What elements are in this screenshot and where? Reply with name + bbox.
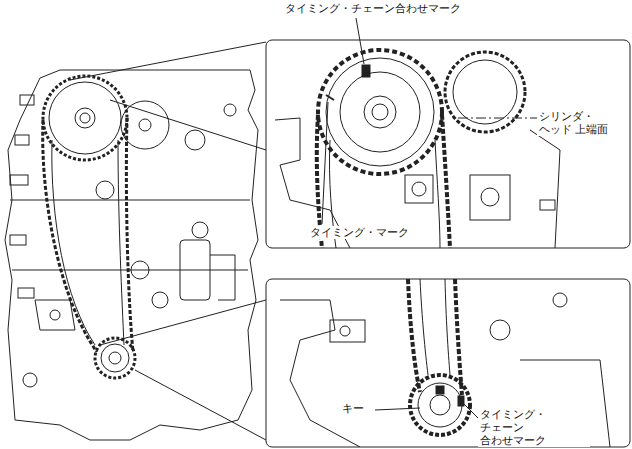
part-label: タイミング・チェーン合わせマーク (283, 2, 463, 15)
part-label: タイミング・マーク (308, 226, 411, 239)
part-label: キー (340, 402, 366, 415)
part-label: シリンダ・ヘッド 上端面 (537, 110, 628, 136)
part-label: タイミング・チェーン 合わせマーク (478, 408, 590, 447)
